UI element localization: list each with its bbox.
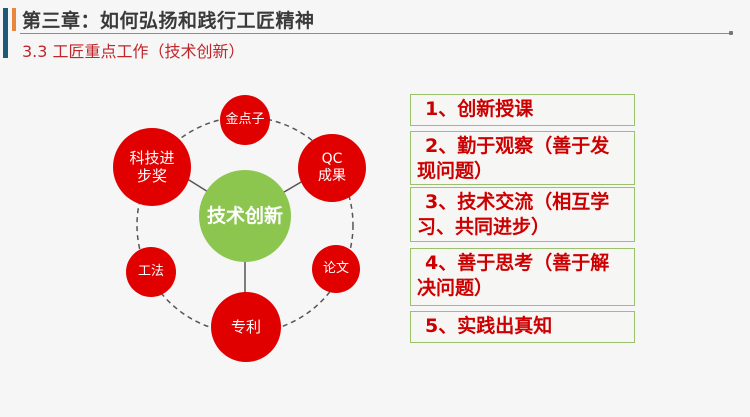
node-gongfa-label: 工法 <box>137 264 164 280</box>
node-kejijinbu: 科技进 步奖 <box>113 128 191 206</box>
list-item-3-text: 3、技术交流（相互学习、共同进步） <box>417 191 610 238</box>
node-gongfa: 工法 <box>126 247 176 297</box>
list-item-1-text: 1、创新授课 <box>425 98 534 120</box>
node-qc-label-line1: QC <box>321 151 343 168</box>
node-qc: QC 成果 <box>298 134 366 202</box>
list-item-3: 3、技术交流（相互学习、共同进步） <box>410 187 635 242</box>
list-item-2-text: 2、勤于观察（善于发现问题） <box>417 135 610 182</box>
accent-bar-orange <box>12 8 16 31</box>
node-jindianzi-label: 金点子 <box>225 112 265 128</box>
node-zhuanli: 专利 <box>211 292 281 362</box>
section-title: 3.3 工匠重点工作（技术创新） <box>22 42 245 61</box>
node-jindianzi: 金点子 <box>220 95 270 145</box>
list-item-5: 5、实践出真知 <box>410 311 635 343</box>
node-kejijinbu-label-line2: 步奖 <box>136 167 167 185</box>
innovation-diagram: 技术创新 金点子 QC 成果 论文 专利 工法 科技进 步奖 <box>113 95 366 362</box>
chapter-title: 第三章：如何弘扬和践行工匠精神 <box>22 10 315 32</box>
center-node-innovation: 技术创新 <box>199 170 291 262</box>
list-item-1: 1、创新授课 <box>410 94 635 126</box>
accent-bar-blue <box>3 8 8 58</box>
list-item-4-text: 4、善于思考（善于解决问题） <box>417 252 610 299</box>
title-divider <box>20 33 732 34</box>
node-zhuanli-label: 专利 <box>230 318 261 336</box>
innovation-methods-list: 1、创新授课 2、勤于观察（善于发现问题） 3、技术交流（相互学习、共同进步） … <box>410 0 636 417</box>
center-node-label: 技术创新 <box>206 204 283 227</box>
node-lunwen: 论文 <box>312 245 360 293</box>
node-kejijinbu-label-line1: 科技进 <box>129 149 175 167</box>
title-divider-endpoint <box>729 31 733 35</box>
list-item-4: 4、善于思考（善于解决问题） <box>410 248 635 306</box>
list-item-5-text: 5、实践出真知 <box>425 315 553 337</box>
node-qc-label-line2: 成果 <box>318 168 346 184</box>
node-lunwen-label: 论文 <box>322 261 349 277</box>
list-item-2: 2、勤于观察（善于发现问题） <box>410 131 635 185</box>
